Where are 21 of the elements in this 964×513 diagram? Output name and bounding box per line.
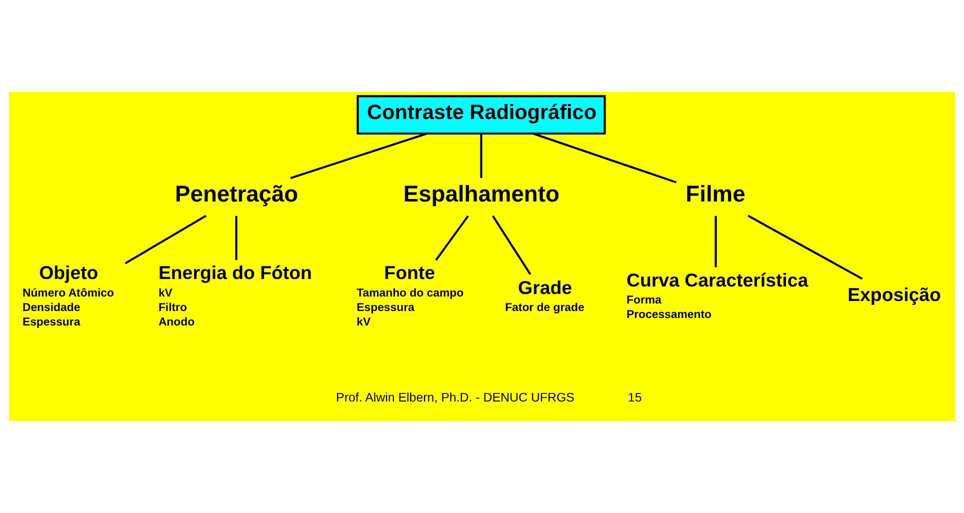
connector (532, 132, 677, 184)
node-text: Penetração (175, 180, 298, 207)
connector (124, 214, 207, 264)
node-text: Energia do Fóton kV Filtro Anodo (158, 262, 312, 328)
label: Prof. Alwin Elbern, Ph.D. - DENUC UFRGS (336, 390, 574, 404)
node-text: Espalhamento (403, 180, 560, 207)
connector (435, 215, 469, 261)
connector (235, 216, 238, 260)
label: 15 (628, 390, 642, 404)
node-box: Contraste Radiográfico (356, 95, 606, 135)
connector (492, 215, 532, 275)
node-text: Filme (686, 180, 746, 207)
node-text: Objeto Número Atômico Densidade Espessura (22, 262, 114, 328)
connector (480, 134, 482, 178)
node-text: Exposição (848, 284, 941, 306)
connector (290, 132, 428, 180)
node-text: Curva Característica Forma Processamento (626, 269, 808, 322)
connector (748, 214, 863, 280)
node-text: Grade Fator de grade (505, 276, 584, 314)
node-text: Fonte Tamanho do campo Espessura kV (356, 262, 464, 328)
connector (714, 216, 717, 268)
